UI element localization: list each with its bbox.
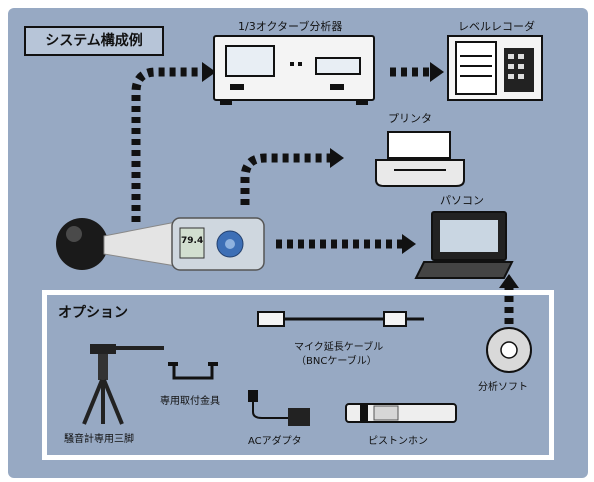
sound-level-meter [56, 217, 265, 271]
software-label: 分析ソフト [478, 382, 528, 393]
arrow-meter-to-printer [240, 148, 344, 205]
arrow-meter-to-analyzer [131, 62, 216, 222]
level-recorder-label: レベルレコーダ [458, 20, 535, 33]
tripod-icon [82, 344, 164, 425]
options-box [42, 290, 554, 460]
cable-label-sub: （BNCケーブル） [296, 356, 377, 367]
mount-label: 専用取付金具 [160, 396, 220, 407]
laptop-device [414, 211, 514, 279]
arrow-analyzer-to-recorder [390, 62, 444, 82]
level-recorder-device [447, 35, 543, 101]
arrow-software-to-pc [499, 274, 519, 324]
options-heading: オプション [58, 305, 128, 321]
tripod-label: 騒音計専用三脚 [64, 434, 134, 445]
arrow-meter-to-pc [276, 234, 416, 254]
mount-icon [168, 362, 218, 380]
ac-adapter-label: ACアダプタ [248, 436, 302, 447]
analyzer-label: 1/3オクターブ分析器 [238, 20, 343, 33]
analyzer-device [213, 35, 375, 105]
printer-label: プリンタ [388, 112, 432, 125]
cable-label: マイク延長ケーブル [294, 342, 384, 353]
pc-label: パソコン [440, 194, 484, 207]
cable-icon [257, 311, 424, 327]
system-title: システム構成例 [24, 26, 164, 56]
printer-device [375, 131, 465, 187]
meter-display-value: 79.4 [181, 236, 204, 246]
pistonphone-label: ピストンホン [368, 436, 428, 447]
pistonphone-icon [345, 403, 457, 423]
cd-icon [486, 327, 532, 373]
ac-adapter-icon [248, 390, 310, 426]
